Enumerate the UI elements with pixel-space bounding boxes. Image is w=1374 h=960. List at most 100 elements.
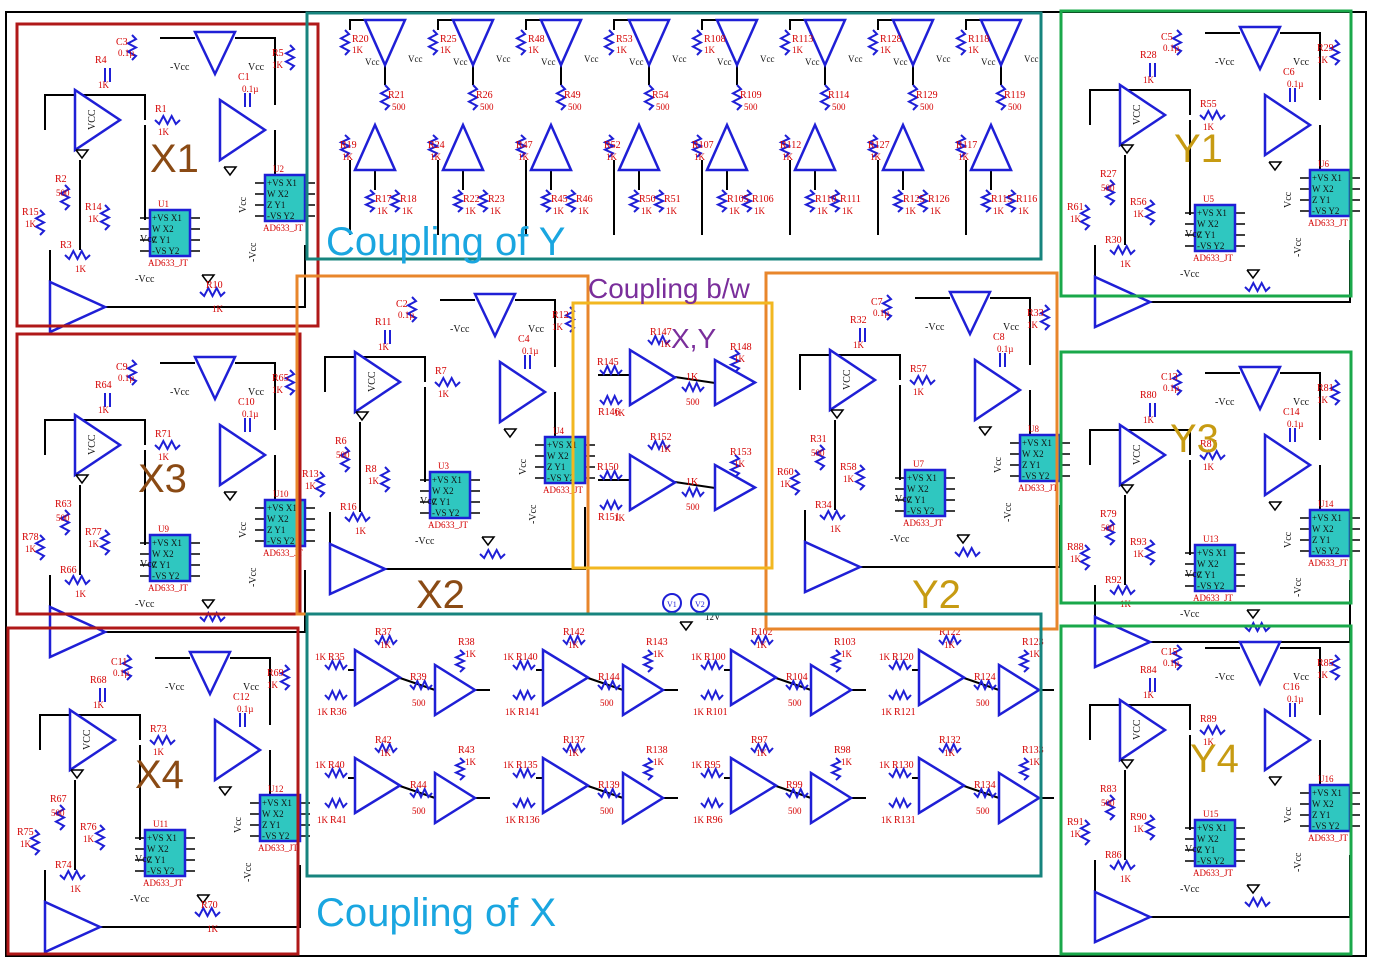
component-label: 1K	[352, 45, 364, 55]
resistor-symbol	[829, 757, 843, 781]
component-label: 1K	[315, 652, 327, 662]
component-label: R120	[892, 652, 914, 663]
resistor-symbol	[33, 209, 47, 236]
supply-label: Vcc	[1185, 844, 1202, 855]
resistor-symbol	[602, 29, 616, 56]
resistor-symbol	[750, 741, 774, 755]
component-label: 500	[920, 102, 934, 112]
component-label: 1K	[1120, 259, 1132, 269]
component-label: R133	[1022, 745, 1044, 756]
ground-symbol	[503, 428, 518, 439]
component-label: R50	[639, 194, 656, 205]
component-label: C10	[238, 397, 255, 408]
component-label: 0.1µ	[1163, 658, 1179, 668]
component-label: R70	[201, 900, 218, 911]
ground-symbol	[956, 534, 971, 545]
chip-pin-label: W X2	[152, 224, 174, 234]
chip-pin-label: +VS X1	[152, 213, 182, 223]
supply-label: Vcc	[135, 854, 152, 865]
chip-id-label: U14	[1318, 499, 1334, 509]
supply-label: -Vcc	[1215, 57, 1235, 68]
resistor-symbol	[813, 444, 827, 471]
component-label: 1K	[691, 652, 703, 662]
supply-label: -Vcc	[1003, 502, 1014, 522]
component-label: R83	[1100, 784, 1117, 795]
component-label: R63	[55, 499, 72, 510]
component-label: 500	[56, 188, 70, 198]
component-label: R144	[598, 672, 620, 683]
component-label: R112	[780, 140, 801, 151]
resistor-symbol	[602, 134, 616, 158]
component-label: 1K	[913, 387, 925, 397]
component-label: R153	[730, 447, 752, 458]
resistor-symbol	[642, 84, 656, 111]
component-label: R29	[1317, 43, 1334, 54]
resistor-symbol	[891, 189, 905, 213]
chip-part-label: AD633_JT	[1193, 593, 1234, 603]
chip-pin-label: -VS Y2	[1197, 241, 1224, 251]
chip-id-label: U3	[438, 461, 449, 471]
resistor-symbol	[338, 446, 352, 473]
component-label: 1K	[402, 206, 414, 216]
resistor-symbol	[453, 757, 467, 781]
ground-symbol	[1120, 484, 1135, 495]
supply-label: Vcc	[1185, 229, 1202, 240]
ground-symbol	[1246, 884, 1261, 895]
component-label: 0.1µ	[118, 373, 134, 383]
resistor-symbol	[1328, 39, 1342, 66]
chip-pin-label: Z Y1	[267, 200, 285, 210]
supply-label: -Vcc	[1293, 577, 1304, 597]
component-label: R122	[939, 627, 961, 638]
resistor-symbol	[1244, 620, 1271, 634]
component-label: C2	[396, 299, 408, 310]
component-label: R42	[375, 735, 392, 746]
supply-label: -Vcc	[170, 62, 190, 73]
component-label: R14	[85, 202, 102, 213]
resistor-symbol	[28, 829, 42, 856]
supply-label: Vcc	[140, 559, 157, 570]
resistor-symbol	[819, 508, 846, 522]
component-label: R104	[786, 672, 808, 683]
wire	[674, 376, 716, 384]
x2-title: X2	[416, 573, 465, 617]
component-label: 1K	[75, 264, 87, 274]
component-label: 0.1µ	[522, 346, 538, 356]
resistor-symbol	[199, 610, 226, 624]
multiplier-chip	[148, 208, 192, 258]
component-label: 1K	[660, 444, 672, 454]
component-label: R109	[740, 90, 762, 101]
component-label: 1K	[368, 476, 380, 486]
component-label: 1K	[272, 385, 284, 395]
component-label: 1K	[465, 206, 477, 216]
component-label: 500	[412, 806, 426, 816]
wire	[674, 481, 716, 489]
component-label: 500	[1101, 523, 1115, 533]
resistor-symbol	[512, 766, 536, 780]
component-label: 0.1µ	[997, 344, 1013, 354]
component-label: R142	[563, 627, 585, 638]
supply-label: Vcc	[848, 54, 863, 64]
component-label: 1K	[317, 815, 329, 825]
supply-label: Vcc	[1293, 672, 1310, 683]
op-amp-symbol	[1263, 707, 1313, 773]
op-amp-symbol	[48, 605, 109, 659]
ground-symbol	[830, 409, 845, 420]
component-label: 0.1µ	[118, 48, 134, 58]
component-label: 500	[788, 806, 802, 816]
component-label: 1K	[693, 707, 705, 717]
component-label: 1K	[782, 152, 794, 162]
coupling-x-title: Coupling of X	[316, 891, 556, 935]
op-amp-symbol	[1118, 422, 1168, 488]
component-label: 1K	[465, 649, 477, 659]
op-amp-symbol	[628, 347, 678, 408]
chip-pin-label: Z Y1	[152, 560, 170, 570]
component-label: R106	[752, 194, 774, 205]
resistor-symbol	[866, 134, 880, 158]
resistor-symbol	[728, 454, 742, 478]
component-label: 0.1µ	[242, 409, 258, 419]
wire	[1280, 647, 1321, 715]
component-label: 1K	[1070, 554, 1082, 564]
resistor-symbol	[785, 678, 809, 692]
component-label: R145	[597, 357, 619, 368]
component-label: R37	[375, 627, 392, 638]
